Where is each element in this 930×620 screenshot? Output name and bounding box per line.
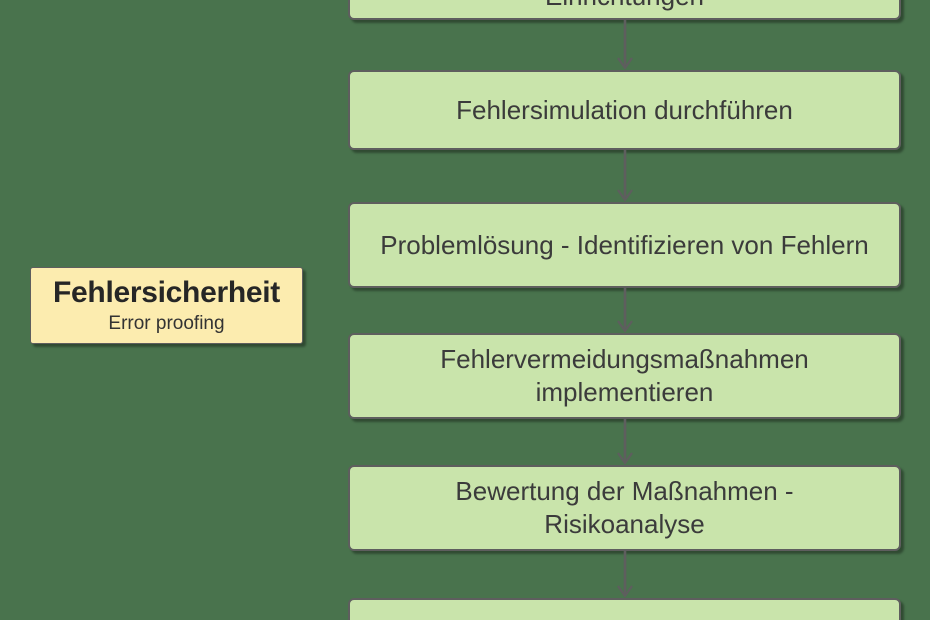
connector-arrow-3 (617, 288, 633, 333)
flow-step-2: Fehlersimulation durchführen (348, 70, 901, 150)
connector-arrow-1 (617, 20, 633, 70)
flow-step-5: Bewertung der Maßnahmen - Risikoanalyse (348, 465, 901, 551)
flow-step-1-label: Einrichtungen (545, 0, 704, 13)
flow-step-4-label: Fehlervermeidungsmaßnahmen implementiere… (440, 344, 809, 407)
flow-step-6 (348, 598, 901, 620)
connector-arrow-2 (617, 150, 633, 202)
flow-step-5-label: Bewertung der Maßnahmen - Risikoanalyse (455, 476, 794, 539)
process-title: Fehlersicherheit (53, 275, 280, 309)
flow-step-3: Problemlösung - Identifizieren von Fehle… (348, 202, 901, 288)
flow-step-4: Fehlervermeidungsmaßnahmen implementiere… (348, 333, 901, 419)
flow-step-2-label: Fehlersimulation durchführen (456, 94, 793, 125)
flow-step-1: Einrichtungen (348, 0, 901, 20)
flow-step-3-label: Problemlösung - Identifizieren von Fehle… (380, 229, 869, 260)
connector-arrow-5 (617, 551, 633, 598)
process-title-box: Fehlersicherheit Error proofing (30, 267, 303, 344)
process-subtitle: Error proofing (108, 312, 225, 334)
connector-arrow-4 (617, 419, 633, 465)
